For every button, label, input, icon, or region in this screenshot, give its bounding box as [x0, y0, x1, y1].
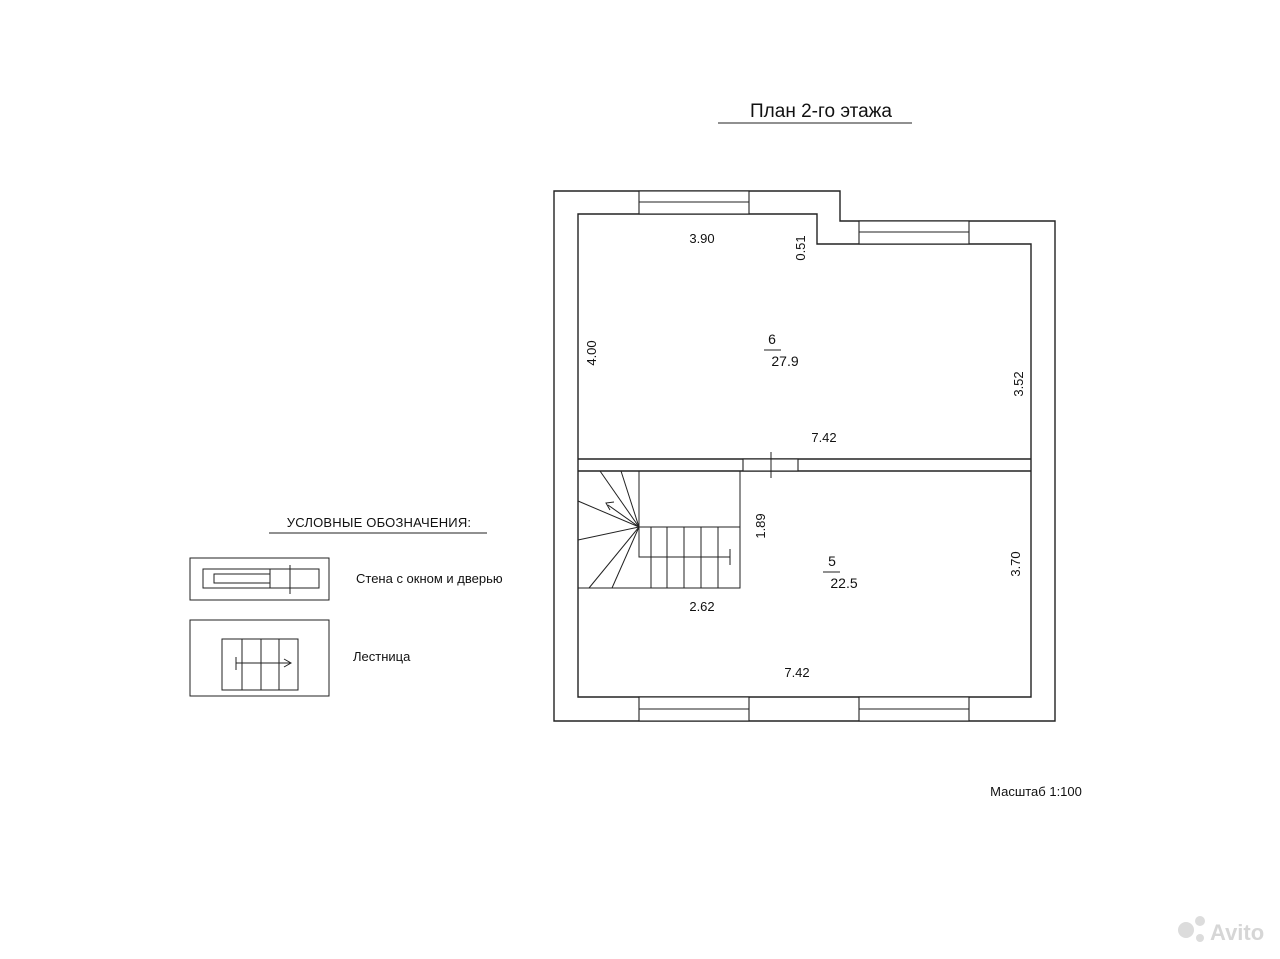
- window-bottom-left: [638, 696, 750, 722]
- room-number: 5: [828, 553, 836, 569]
- staircase: [577, 470, 741, 589]
- interior-partition: [578, 452, 1031, 478]
- room-number: 6: [768, 331, 776, 347]
- dim-stair-height: 1.89: [753, 513, 768, 538]
- watermark-text: Avito: [1210, 920, 1264, 945]
- legend-heading: УСЛОВНЫЕ ОБОЗНАЧЕНИЯ:: [287, 515, 471, 530]
- window-bottom-right: [858, 696, 970, 722]
- window-top-left: [638, 190, 750, 215]
- avito-watermark: Avito: [1178, 916, 1264, 945]
- window-top-right: [858, 220, 970, 245]
- room-label-5: 5 22.5: [823, 553, 858, 591]
- dim-bottom-width: 7.42: [784, 665, 809, 680]
- room-area: 27.9: [771, 353, 798, 369]
- legend-label-wall: Стена с окном и дверью: [356, 571, 503, 586]
- staircase-icon: [189, 619, 330, 697]
- scale-label: Масштаб 1:100: [990, 784, 1082, 799]
- dim-mid-width: 7.42: [811, 430, 836, 445]
- outer-wall: [553, 190, 1056, 722]
- dim-stair-width: 2.62: [689, 599, 714, 614]
- legend-label-stairs: Лестница: [353, 649, 411, 664]
- dim-right-height-top: 3.52: [1011, 371, 1026, 396]
- wall-window-door-icon: [189, 557, 330, 601]
- plan-title: План 2-го этажа: [750, 101, 892, 122]
- room-area: 22.5: [830, 575, 857, 591]
- dim-step-depth: 0.51: [793, 235, 808, 260]
- room-label-6: 6 27.9: [764, 331, 799, 369]
- dim-top-left-width: 3.90: [689, 231, 714, 246]
- inner-wall: [577, 213, 1032, 698]
- dim-right-height-bottom: 3.70: [1008, 551, 1023, 576]
- dim-left-height: 4.00: [584, 340, 599, 365]
